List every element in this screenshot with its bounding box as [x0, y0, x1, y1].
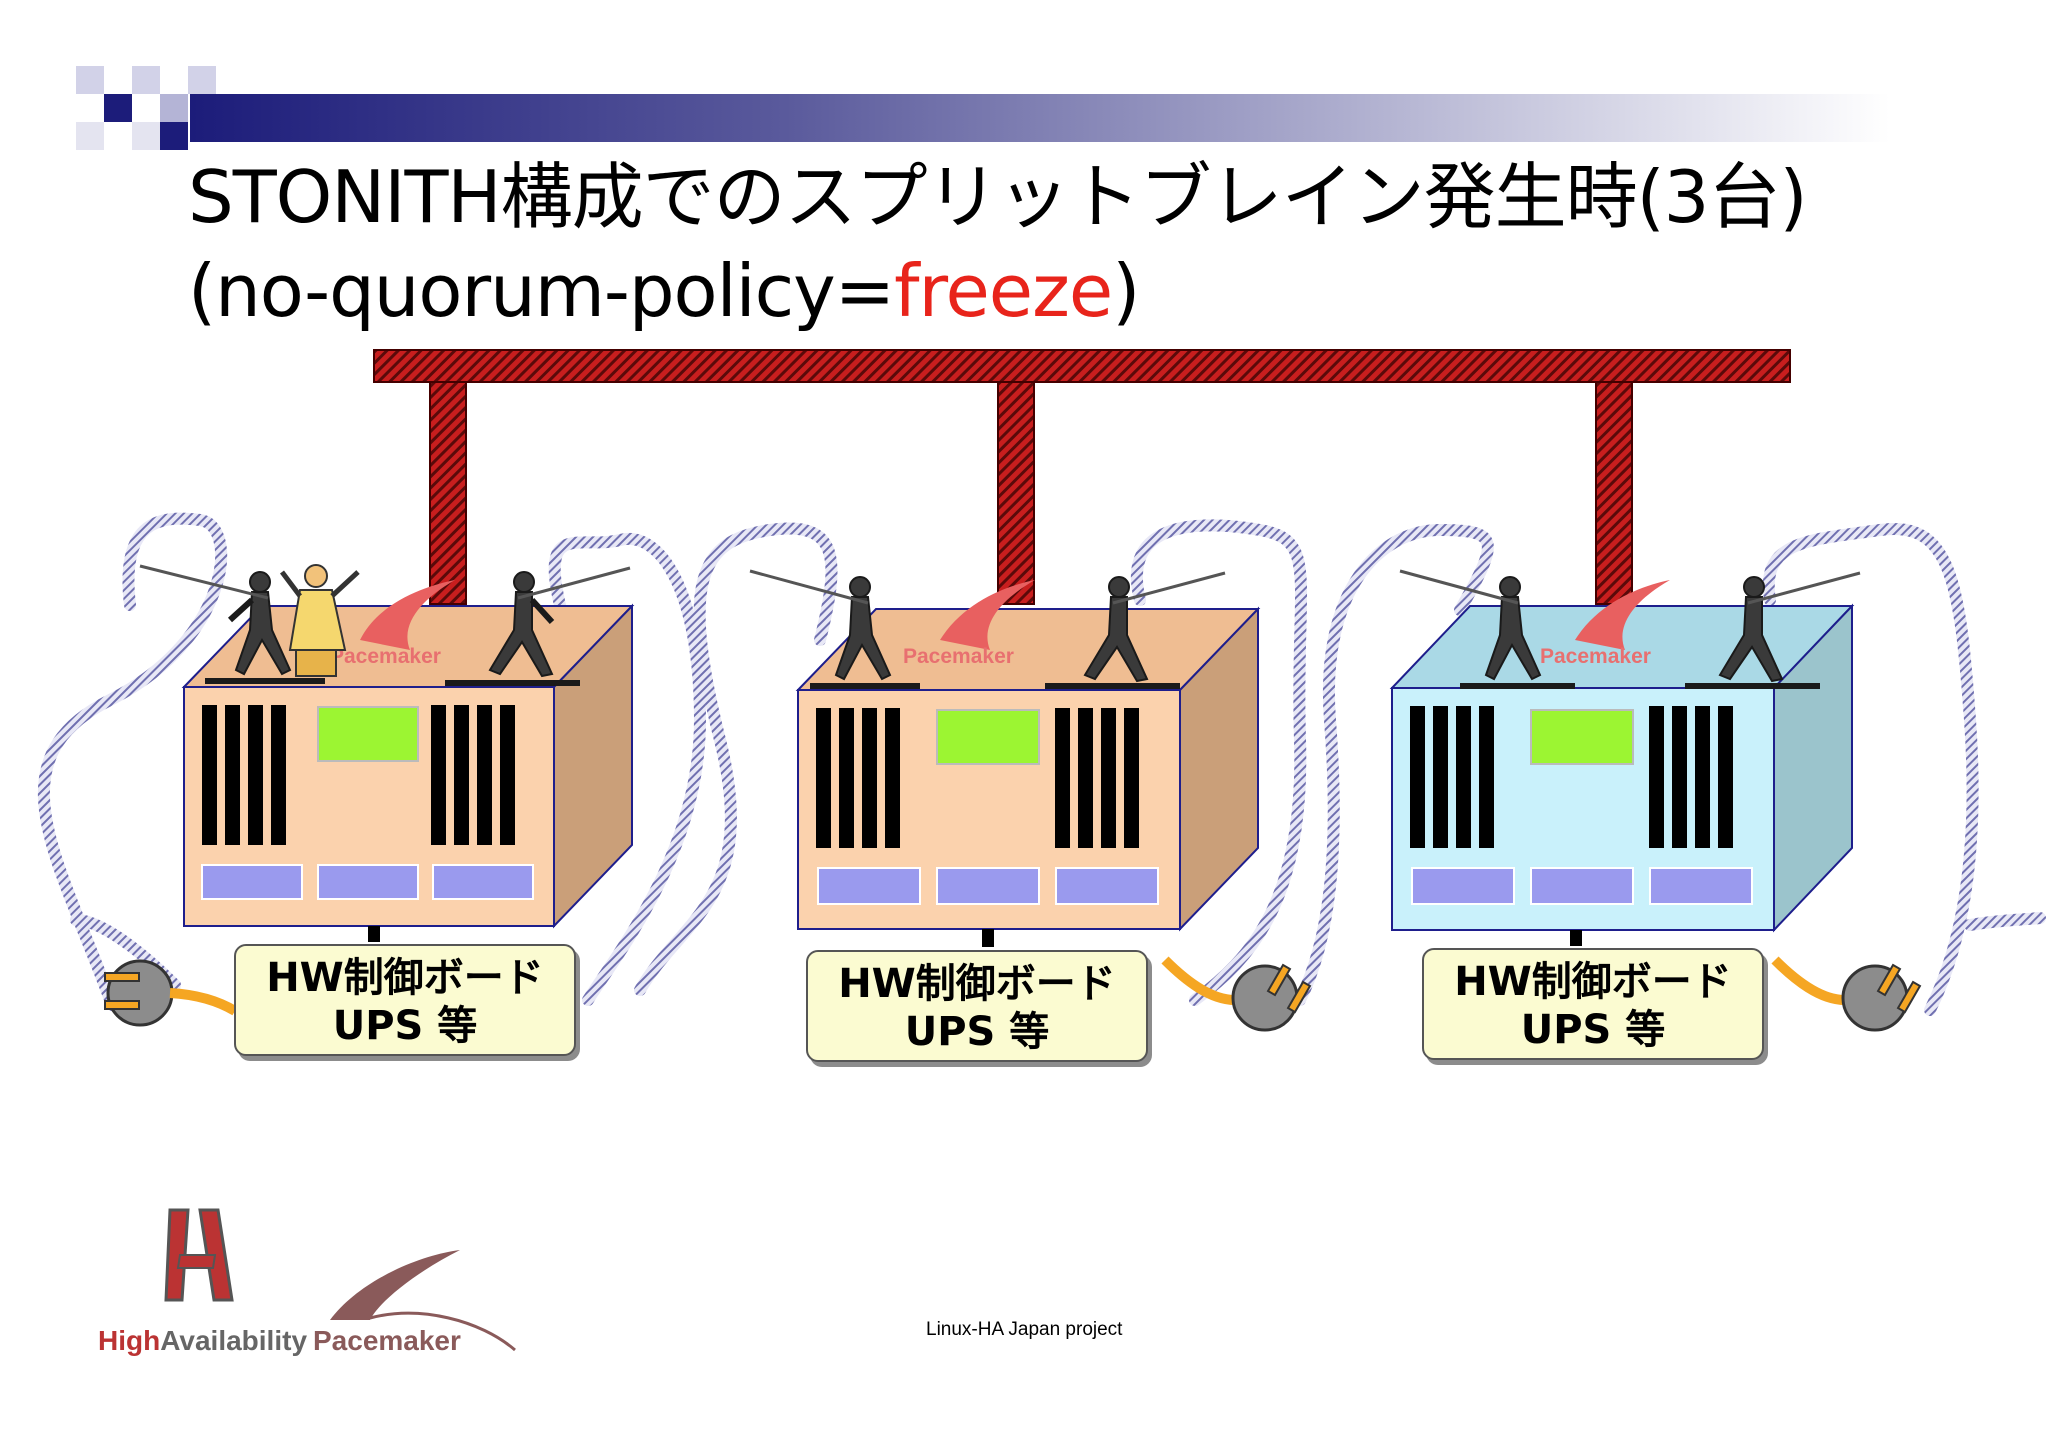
pacemaker-wordmark: Pacemaker [1540, 645, 1651, 668]
title-line-1: STONITH構成でのスプリットブレイン発生時(3台) [188, 155, 1808, 239]
footer-project-name: Linux-HA Japan project [926, 1319, 1123, 1340]
title-policy-value: freeze [894, 249, 1113, 333]
board-label: HW制御ボード [266, 955, 544, 1001]
server-node-2 [795, 606, 1261, 947]
board-label: HW制御ボード [838, 961, 1116, 1007]
title-line-2-suffix: ) [1112, 249, 1140, 333]
fencer-platforms [205, 678, 1820, 689]
board-label: HW制御ボード [1454, 959, 1732, 1005]
hw-control-board-3: HW制御ボード UPS 等 [1422, 948, 1764, 1060]
pacemaker-logo-node-3: Pacemaker [1540, 580, 1670, 668]
pacemaker-footer-logo [330, 1250, 516, 1352]
fencer-icon [139, 564, 1861, 683]
interconnect-network [373, 349, 1791, 605]
ha-logo-text: HighAvailability [98, 1325, 307, 1357]
title-line-2-prefix: (no-quorum-policy= [188, 249, 895, 333]
pacemaker-logo-node-1: Pacemaker [330, 580, 455, 668]
referee-icon [280, 564, 360, 677]
power-plug-icon [104, 956, 1922, 1032]
pacemaker-wordmark: Pacemaker [330, 645, 441, 668]
hw-control-board-2: HW制御ボード UPS 等 [806, 950, 1148, 1062]
pacemaker-wordmark: Pacemaker [903, 645, 1014, 668]
board-sublabel: UPS 等 [1520, 1007, 1666, 1053]
ha-logo-high: High [98, 1325, 161, 1356]
board-sublabel: UPS 等 [332, 1003, 478, 1049]
header-decoration [76, 66, 1890, 150]
ha-logo-availability: Availability [160, 1325, 308, 1356]
board-sublabel: UPS 等 [904, 1009, 1050, 1055]
hw-control-board-1: HW制御ボード UPS 等 [234, 944, 576, 1056]
pacemaker-logo-node-2: Pacemaker [903, 580, 1035, 668]
slide-title: STONITH構成でのスプリットブレイン発生時(3台) (no-quorum-p… [188, 150, 1808, 338]
pacemaker-footer-text: Pacemaker [313, 1325, 461, 1356]
stonith-cables [38, 512, 2046, 1016]
ha-logo [164, 1208, 234, 1302]
